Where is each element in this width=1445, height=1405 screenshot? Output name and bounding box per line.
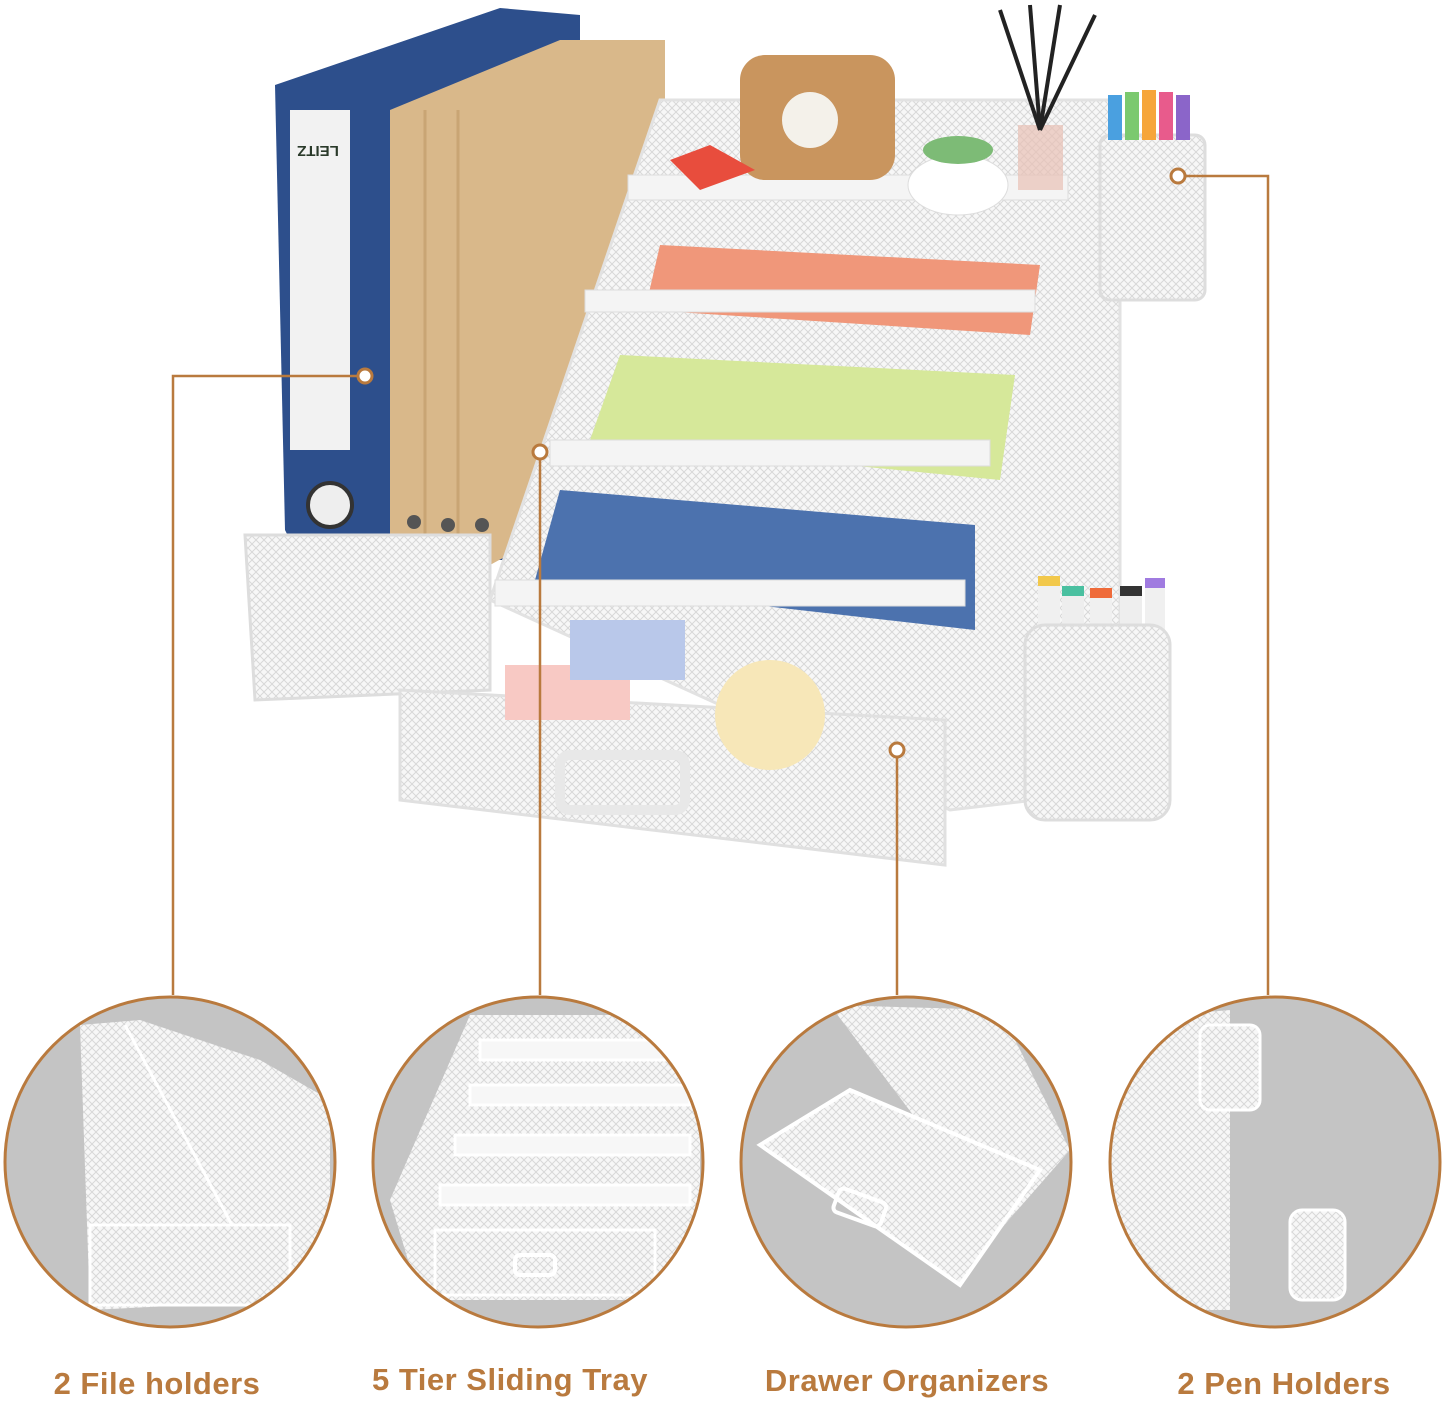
leader-file-holders (171, 374, 365, 995)
feature-label-sliding-tray: 5 Tier Sliding Tray (372, 1362, 648, 1397)
feature-label-drawer-organizers: Drawer Organizers (764, 1363, 1050, 1398)
detail-circle-border (3, 995, 337, 1329)
standing-pen-holder (1023, 623, 1172, 822)
leader-lines (171, 174, 1270, 995)
feature-label-pen-holders: 2 Pen Holders (1177, 1366, 1391, 1401)
feature-label-file-holders: 2 File holders (53, 1366, 261, 1401)
leader-pen-holders (1178, 174, 1270, 995)
binder-spine-text: LEITZ (297, 142, 339, 159)
detail-circle-file-holders (5, 997, 335, 1327)
drawer (398, 688, 947, 867)
hanging-pen-holder (1098, 133, 1207, 302)
detail-circle-sliding-tray (373, 997, 703, 1327)
binder-label (290, 110, 350, 450)
file-holder-basket (243, 533, 492, 702)
detail-circle-border (371, 995, 705, 1329)
detail-circle-drawer (741, 997, 1071, 1327)
callout-dot (531, 443, 549, 461)
detail-circle-border (1108, 995, 1442, 1329)
detail-circle-pen-holders (1110, 997, 1440, 1327)
detail-circle-border (739, 995, 1073, 1329)
callout-dot (888, 741, 906, 759)
desk-organizer-image: LEITZ (243, 4, 1207, 867)
callout-dot (356, 367, 374, 385)
callout-dot (1169, 167, 1187, 185)
